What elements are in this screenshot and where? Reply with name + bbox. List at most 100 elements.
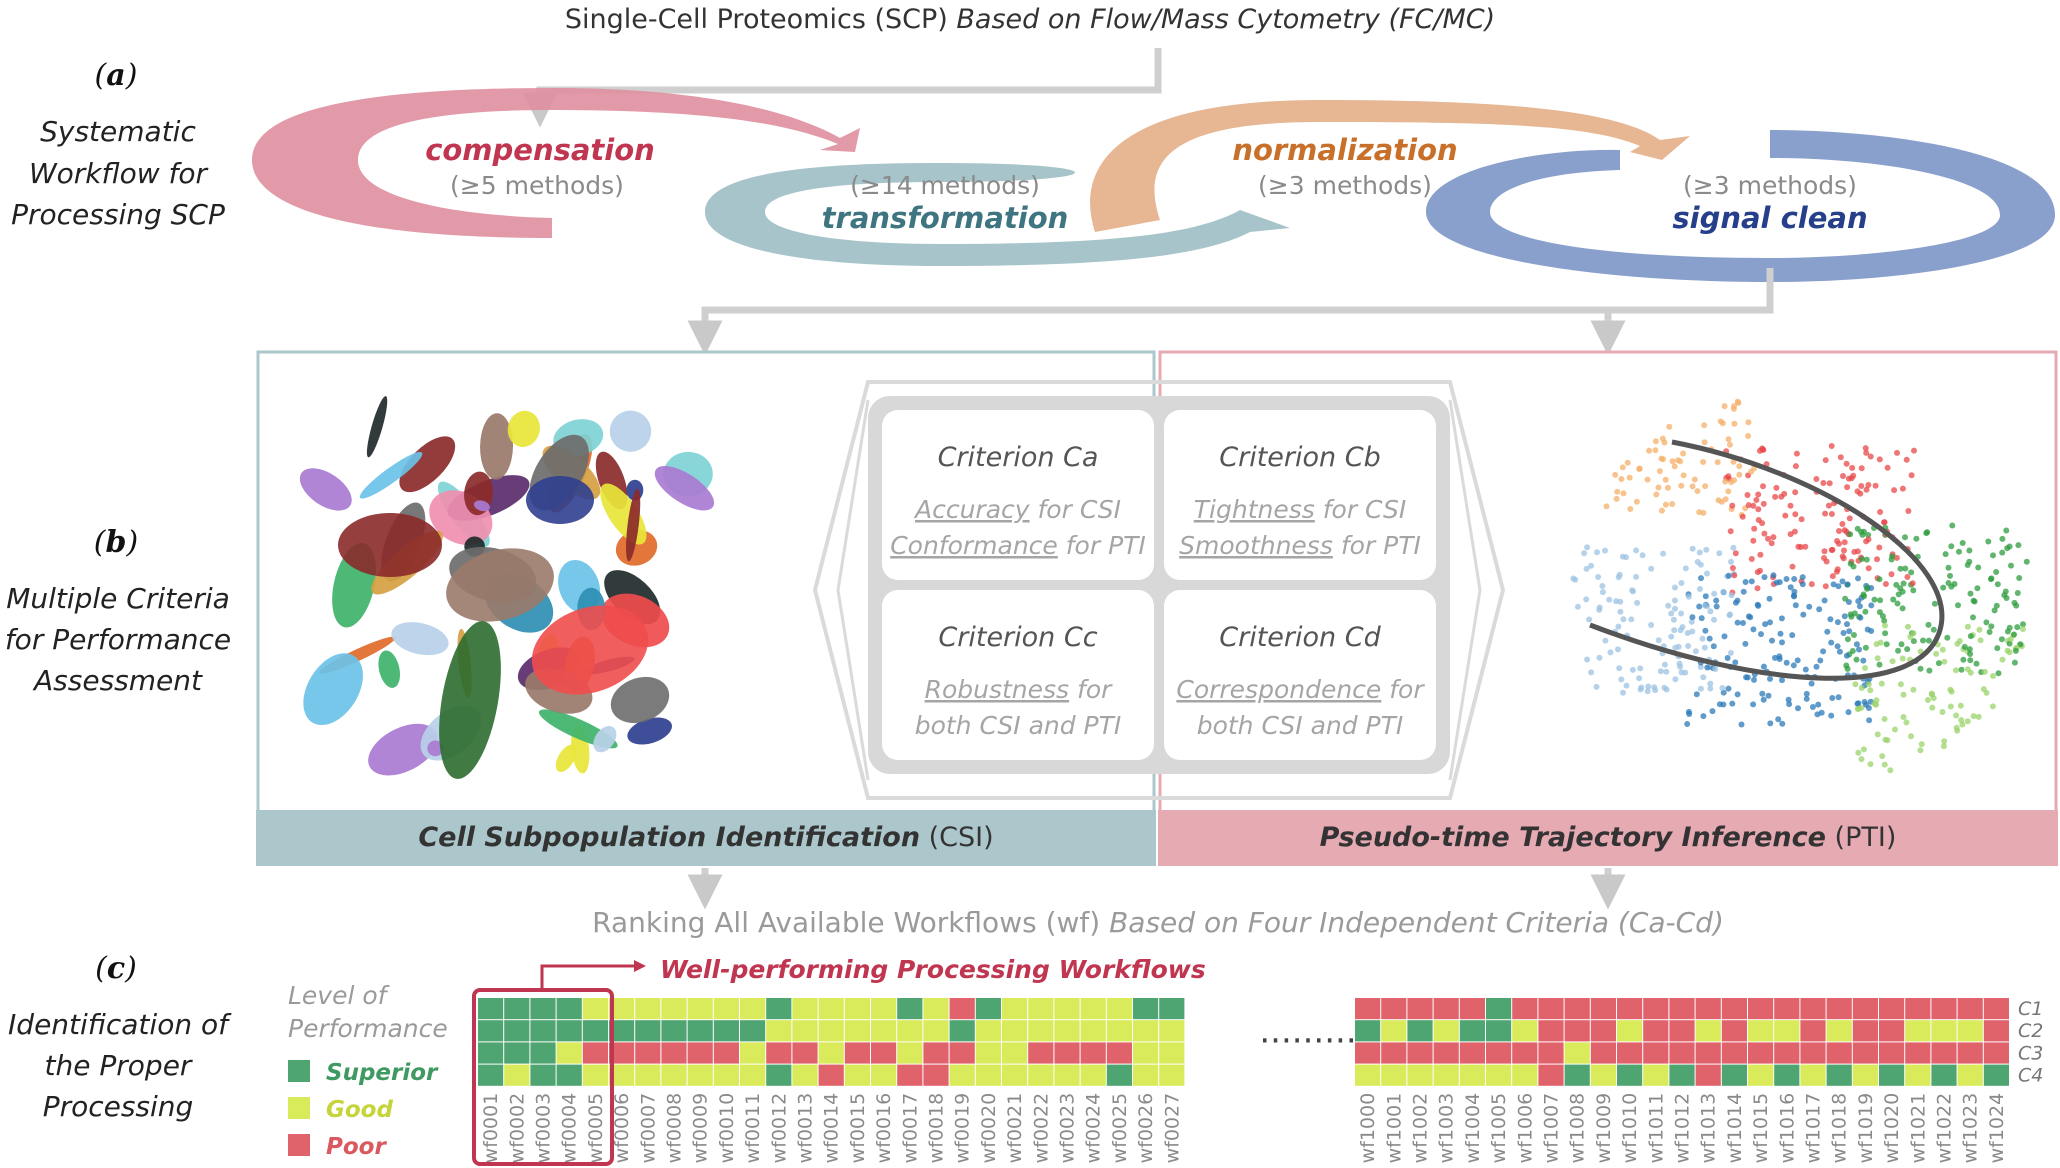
trajectory-cell — [1689, 628, 1696, 635]
heatmap-cell — [1538, 1064, 1564, 1086]
trajectory-cell — [1691, 476, 1698, 483]
trajectory-cell — [1661, 439, 1668, 446]
heatmap-cell — [713, 1064, 739, 1086]
trajectory-cell — [1862, 665, 1868, 671]
trajectory-cell — [1893, 581, 1900, 588]
signal-clean-arrow — [1426, 130, 2055, 282]
trajectory-cell — [1808, 581, 1815, 588]
trajectory-cell — [1596, 654, 1603, 661]
trajectory-cell — [1858, 685, 1865, 691]
trajectory-cell — [1633, 573, 1640, 580]
trajectory-cell — [1964, 623, 1971, 630]
trajectory-cell — [1724, 655, 1731, 661]
heatmap-cell — [478, 1042, 504, 1064]
heatmap-cell — [897, 1042, 923, 1064]
trajectory-cell — [1862, 644, 1869, 651]
trajectory-cell — [1644, 688, 1651, 695]
trajectory-cell — [1868, 602, 1875, 609]
trajectory-cell — [1754, 585, 1761, 592]
heatmap-cell — [1617, 1064, 1643, 1086]
trajectory-cell — [1853, 656, 1860, 663]
heatmap-cell — [1459, 998, 1485, 1020]
trajectory-cell — [1908, 472, 1915, 479]
trajectory-cell — [1669, 501, 1676, 507]
trajectory-cell — [1759, 520, 1766, 527]
trajectory-cell — [1860, 657, 1867, 664]
trajectory-cell — [1606, 596, 1613, 603]
heatmap-cell — [871, 1064, 897, 1086]
cluster-blob — [615, 529, 658, 566]
trajectory-cell — [1615, 623, 1622, 630]
wf-label: wf0019 — [952, 1093, 974, 1164]
trajectory-cell — [1899, 605, 1906, 612]
heatmap-cell — [1512, 998, 1538, 1020]
trajectory-cell — [1792, 463, 1799, 470]
heatmap-cell — [1669, 1042, 1695, 1064]
cluster-blob — [480, 413, 514, 480]
heatmap-cell — [1054, 998, 1080, 1020]
trajectory-cell — [1834, 643, 1841, 650]
criterion-ca-title: Criterion Ca — [938, 442, 1099, 473]
legend-good-label: Good — [326, 1097, 393, 1123]
trajectory-cell — [1677, 663, 1684, 670]
heatmap-cell — [1381, 1042, 1407, 1064]
trajectory-cell — [1903, 719, 1910, 726]
trajectory-cell — [1693, 691, 1700, 698]
trajectory-cell — [1851, 632, 1857, 638]
trajectory-cell — [1728, 592, 1735, 599]
heatmap-cell — [1721, 998, 1747, 1020]
trajectory-cell — [1952, 667, 1959, 674]
trajectory-cell — [1786, 701, 1793, 708]
trajectory-cell — [1668, 610, 1675, 617]
trajectory-cell — [1782, 512, 1789, 519]
trajectory-cell — [1593, 683, 1600, 690]
heatmap-cell — [687, 1020, 713, 1042]
trajectory-cell — [1828, 443, 1835, 449]
trajectory-cell — [1802, 666, 1809, 673]
wf-label: wf0017 — [899, 1093, 921, 1164]
trajectory-cell — [1725, 473, 1732, 480]
trajectory-cell — [1755, 491, 1762, 498]
trajectory-cell — [1995, 670, 2002, 677]
trajectory-cell — [1760, 663, 1767, 670]
trajectory-cell — [1685, 643, 1692, 649]
trajectory-cell — [1842, 595, 1849, 602]
pti-label: Pseudo-time Trajectory Inference (PTI) — [1320, 822, 1897, 853]
compensation-arrow — [252, 88, 860, 238]
wf-label: wf0001 — [480, 1093, 502, 1164]
trajectory-cell — [1854, 488, 1861, 495]
to-panel-b-connector — [687, 268, 1774, 356]
trajectory-cell — [1684, 630, 1691, 636]
trajectory-cell — [1844, 484, 1851, 491]
trajectory-cell — [1729, 502, 1736, 509]
csi-cluster-plot — [299, 396, 715, 779]
trajectory-cell — [1792, 489, 1799, 496]
heatmap-cell — [1407, 1042, 1433, 1064]
heatmap-cell — [609, 1064, 635, 1086]
trajectory-cell — [1756, 447, 1763, 454]
wf-label: wf0005 — [585, 1093, 607, 1164]
heatmap-left — [478, 998, 1185, 1086]
trajectory-cell — [1656, 468, 1663, 475]
trajectory-cell — [1714, 459, 1721, 466]
trajectory-cell — [1877, 509, 1884, 515]
trajectory-cell — [1954, 727, 1961, 734]
heatmap-cell — [478, 1064, 504, 1086]
heatmap-cell — [1695, 998, 1721, 1020]
trajectory-cell — [1860, 591, 1867, 598]
heatmap-cell — [766, 1064, 792, 1086]
trajectory-cell — [1624, 459, 1631, 466]
heatmap-cell — [1538, 1042, 1564, 1064]
trajectory-cell — [1697, 685, 1704, 692]
heatmap-cell — [1106, 1042, 1132, 1064]
wf-label: wf0026 — [1135, 1093, 1157, 1164]
step-transformation-name: transformation — [822, 201, 1069, 235]
trajectory-cell — [2014, 624, 2021, 631]
trajectory-cell — [1750, 502, 1757, 509]
trajectory-cell — [1822, 510, 1829, 517]
trajectory-cell — [1748, 578, 1755, 585]
heatmap-cell — [635, 1020, 661, 1042]
heatmap-cell — [504, 998, 530, 1020]
heatmap-cell — [897, 1064, 923, 1086]
trajectory-cell — [1877, 597, 1884, 604]
